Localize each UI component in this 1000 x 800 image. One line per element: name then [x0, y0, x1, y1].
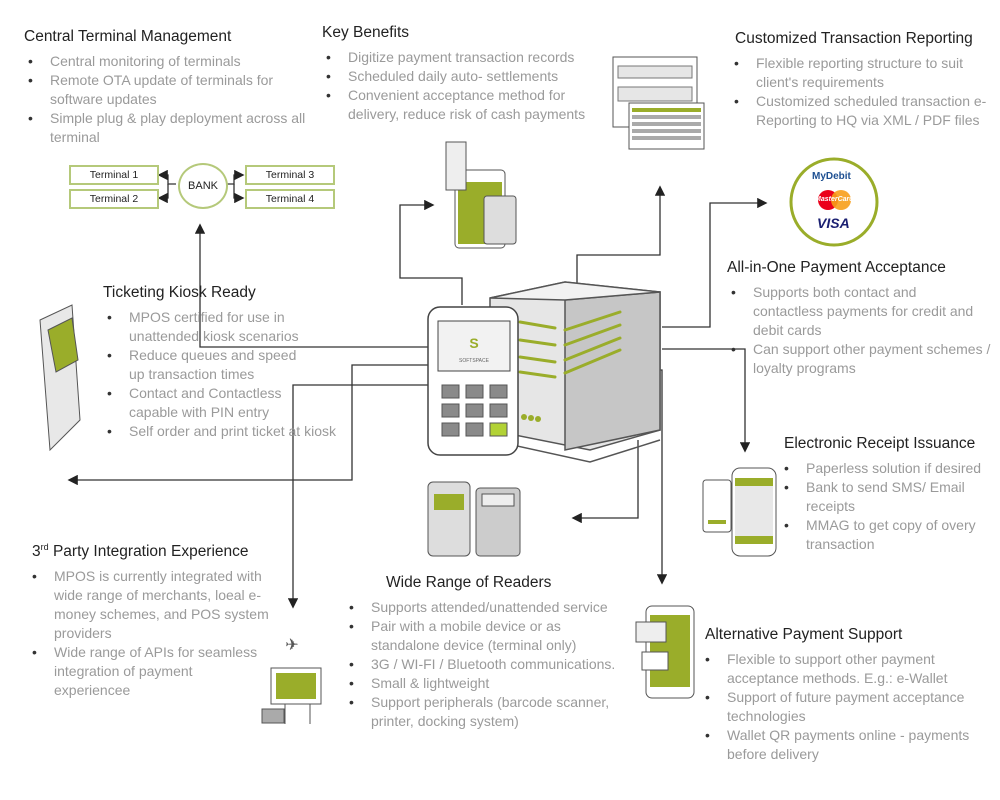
bullet: Paperless solution if desired	[784, 459, 994, 478]
terminal-4-box: Terminal 4	[245, 189, 335, 209]
svg-text:S: S	[469, 335, 478, 351]
line-kiosk	[67, 364, 428, 486]
tablet-reader-illustration	[445, 141, 517, 249]
section-title: Electronic Receipt Issuance	[784, 435, 976, 452]
title-superscript: rd	[40, 542, 49, 552]
bullet: Support peripherals (barcode scanner, pr…	[349, 693, 616, 731]
bullet: Flexible reporting structure to suit cli…	[734, 54, 981, 92]
pos-station-illustration: ✈	[261, 637, 322, 724]
payment-logos-badge	[789, 157, 879, 247]
mobile-wallet-illustration	[635, 605, 695, 699]
title-number: 3	[32, 543, 41, 561]
bullet: Supports both contact and contactless pa…	[731, 283, 978, 340]
airplane-icon: ✈	[285, 637, 298, 654]
server-illustration	[489, 281, 661, 463]
line-readers	[571, 440, 639, 524]
report-documents-illustration	[612, 56, 705, 150]
line-benefits	[399, 199, 463, 305]
section-electronic-receipt: Electronic Receipt Issuance Paperless so…	[784, 435, 994, 554]
section-ticketing-kiosk: Ticketing Kiosk Ready MPOS certified for…	[103, 284, 343, 441]
bullet: Digitize payment transaction records	[326, 48, 602, 67]
section-title: Central Terminal Management	[24, 28, 232, 45]
bullet: Can support other payment schemes / loya…	[731, 340, 993, 378]
bullet: Simple plug & play deployment across all…	[28, 109, 312, 147]
section-transaction-reporting: Customized Transaction Reporting Flexibl…	[734, 30, 1000, 130]
bullet: Central monitoring of terminals	[28, 52, 324, 71]
bullet: MMAG to get copy of overy transaction	[784, 516, 981, 554]
section-title: 3rd Party Integration Experience	[32, 542, 272, 561]
line-allinone	[662, 197, 768, 328]
pos-terminal-illustration: S SOFTSPACE	[427, 306, 519, 456]
section-title: Key Benefits	[322, 24, 410, 41]
bullet: Small & lightweight	[349, 674, 625, 693]
receipt-phones-illustration	[702, 467, 777, 557]
bullet: MPOS is currently integrated with wide r…	[32, 567, 269, 643]
section-title: Wide Range of Readers	[386, 574, 552, 591]
bullet: Customized scheduled transaction e-Repor…	[734, 92, 996, 130]
bullet: Reduce queues and speed up transaction t…	[107, 346, 304, 384]
svg-text:SOFTSPACE: SOFTSPACE	[459, 358, 490, 364]
bullet: Wide range of APIs for seamless integrat…	[32, 643, 264, 700]
section-key-benefits: Key Benefits Digitize payment transactio…	[322, 24, 602, 124]
bullet: Supports attended/unattended service	[349, 598, 625, 617]
terminal-2-box: Terminal 2	[69, 189, 159, 209]
bullet: Bank to send SMS/ Email receipts	[784, 478, 976, 516]
title-text: Party Integration Experience	[48, 543, 249, 561]
bullet: Pair with a mobile device or as standalo…	[349, 617, 596, 655]
section-wide-range-readers: Wide Range of Readers Supports attended/…	[345, 574, 625, 731]
line-receipt	[662, 348, 751, 453]
visa-logo: VISA	[817, 215, 850, 231]
bullet: Flexible to support other payment accept…	[705, 650, 957, 688]
bullet: 3G / WI-FI / Bluetooth communications.	[349, 655, 631, 674]
bullet: Contact and Contactless capable with PIN…	[107, 384, 294, 422]
bullet: MPOS certified for use in unattended kio…	[107, 308, 314, 346]
bank-node: BANK	[178, 163, 228, 209]
mydebit-logo: MyDebit	[812, 171, 851, 182]
bullet: Self order and print ticket at kiosk	[107, 422, 344, 441]
terminal-1-box: Terminal 1	[69, 165, 159, 185]
bullet: Scheduled daily auto- settlements	[326, 67, 602, 86]
line-reporting	[576, 185, 666, 290]
terminal-3-box: Terminal 3	[245, 165, 335, 185]
section-title: Ticketing Kiosk Ready	[103, 284, 256, 301]
section-all-in-one-payment: All-in-One Payment Acceptance Supports b…	[727, 259, 990, 378]
bullet: Wallet QR payments online - payments bef…	[705, 726, 977, 764]
section-alternative-payment: Alternative Payment Support Flexible to …	[705, 626, 985, 764]
section-title: Alternative Payment Support	[705, 626, 903, 643]
kiosk-illustration	[39, 304, 81, 452]
section-central-terminal: Central Terminal Management Central moni…	[24, 28, 324, 147]
bullet: Remote OTA update of terminals for softw…	[28, 71, 300, 109]
card-readers-illustration	[427, 481, 521, 557]
section-third-party-integration: 3rd Party Integration Experience MPOS is…	[32, 542, 272, 700]
mastercard-logo: MasterCard	[815, 196, 854, 203]
bullet: Support of future payment acceptance tec…	[705, 688, 977, 726]
section-title: Customized Transaction Reporting	[735, 30, 973, 47]
bullet: Convenient acceptance method for deliver…	[326, 86, 588, 124]
section-title: All-in-One Payment Acceptance	[727, 259, 946, 276]
